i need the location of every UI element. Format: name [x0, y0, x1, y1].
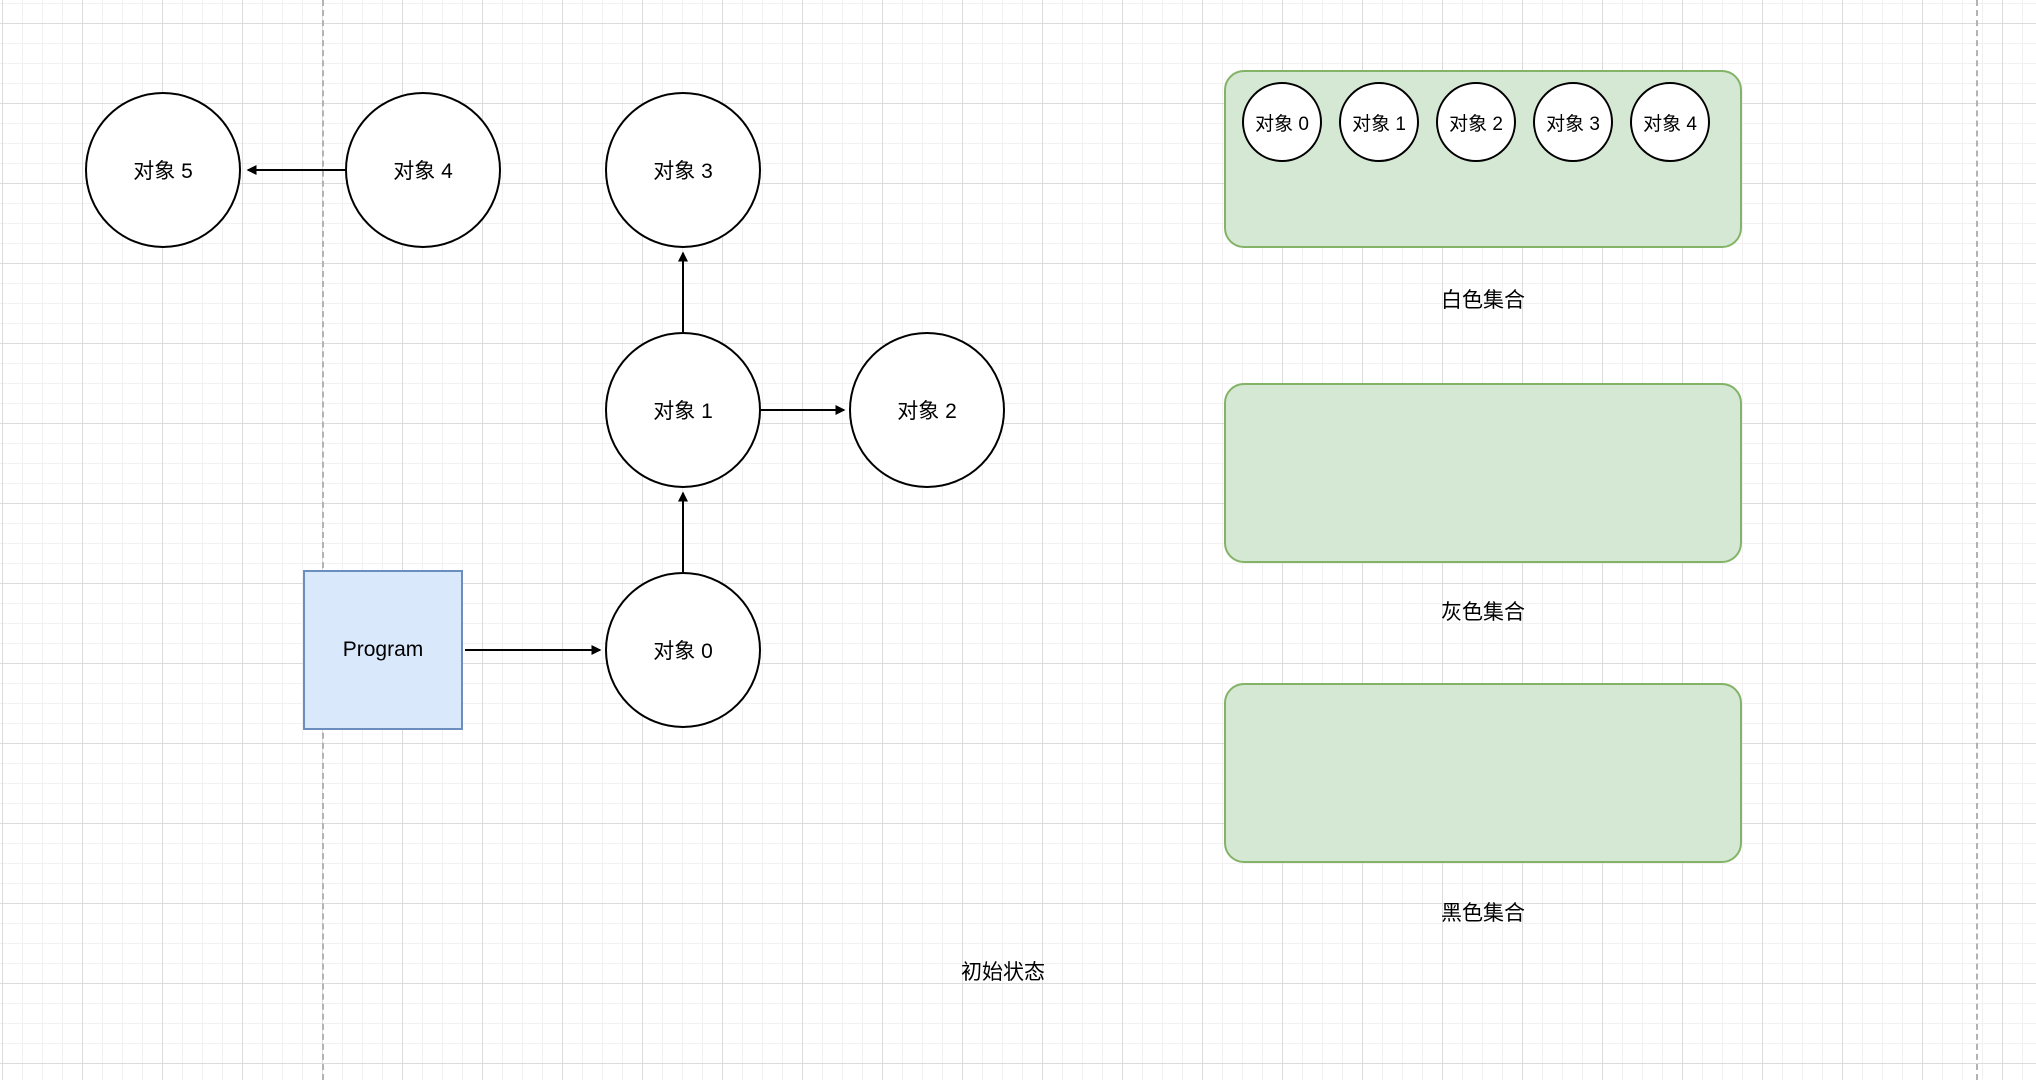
page-guide-line-left: [322, 0, 324, 1080]
member-label: 对象 0: [1255, 113, 1309, 135]
diagram-caption[interactable]: 初始状态: [961, 961, 1045, 984]
object-node-label: 对象 0: [653, 640, 713, 663]
white-set-member-circle[interactable]: 对象 0: [1242, 82, 1322, 162]
black-set-container[interactable]: [1224, 683, 1742, 863]
gray-set-label[interactable]: 灰色集合: [1441, 601, 1525, 624]
white-set-member-circle[interactable]: 对象 2: [1436, 82, 1516, 162]
gray-set-container[interactable]: [1224, 383, 1742, 563]
member-label: 对象 3: [1546, 113, 1600, 135]
white-set-member-circle[interactable]: 对象 3: [1533, 82, 1613, 162]
white-set-member-circle[interactable]: 对象 1: [1339, 82, 1419, 162]
page-guide-line-right: [1976, 0, 1978, 1080]
member-label: 对象 1: [1352, 113, 1406, 135]
black-set-label[interactable]: 黑色集合: [1441, 902, 1525, 925]
white-set-label[interactable]: 白色集合: [1441, 289, 1525, 312]
program-node-label: Program: [342, 638, 424, 661]
member-label: 对象 4: [1643, 113, 1697, 135]
white-set-member-circle[interactable]: 对象 4: [1630, 82, 1710, 162]
object-node-label: 对象 4: [393, 160, 453, 183]
object-node-label: 对象 1: [653, 400, 713, 423]
object-node-2[interactable]: 对象 2: [849, 332, 1005, 488]
object-node-label: 对象 2: [897, 400, 957, 423]
object-node-1[interactable]: 对象 1: [605, 332, 761, 488]
object-node-label: 对象 5: [133, 160, 193, 183]
object-node-0[interactable]: 对象 0: [605, 572, 761, 728]
program-node[interactable]: Program: [303, 570, 463, 730]
object-node-5[interactable]: 对象 5: [85, 92, 241, 248]
member-label: 对象 2: [1449, 113, 1503, 135]
white-set-members: 对象 0 对象 1 对象 2 对象 3 对象 4: [1242, 82, 1710, 162]
object-node-label: 对象 3: [653, 160, 713, 183]
object-node-4[interactable]: 对象 4: [345, 92, 501, 248]
object-node-3[interactable]: 对象 3: [605, 92, 761, 248]
